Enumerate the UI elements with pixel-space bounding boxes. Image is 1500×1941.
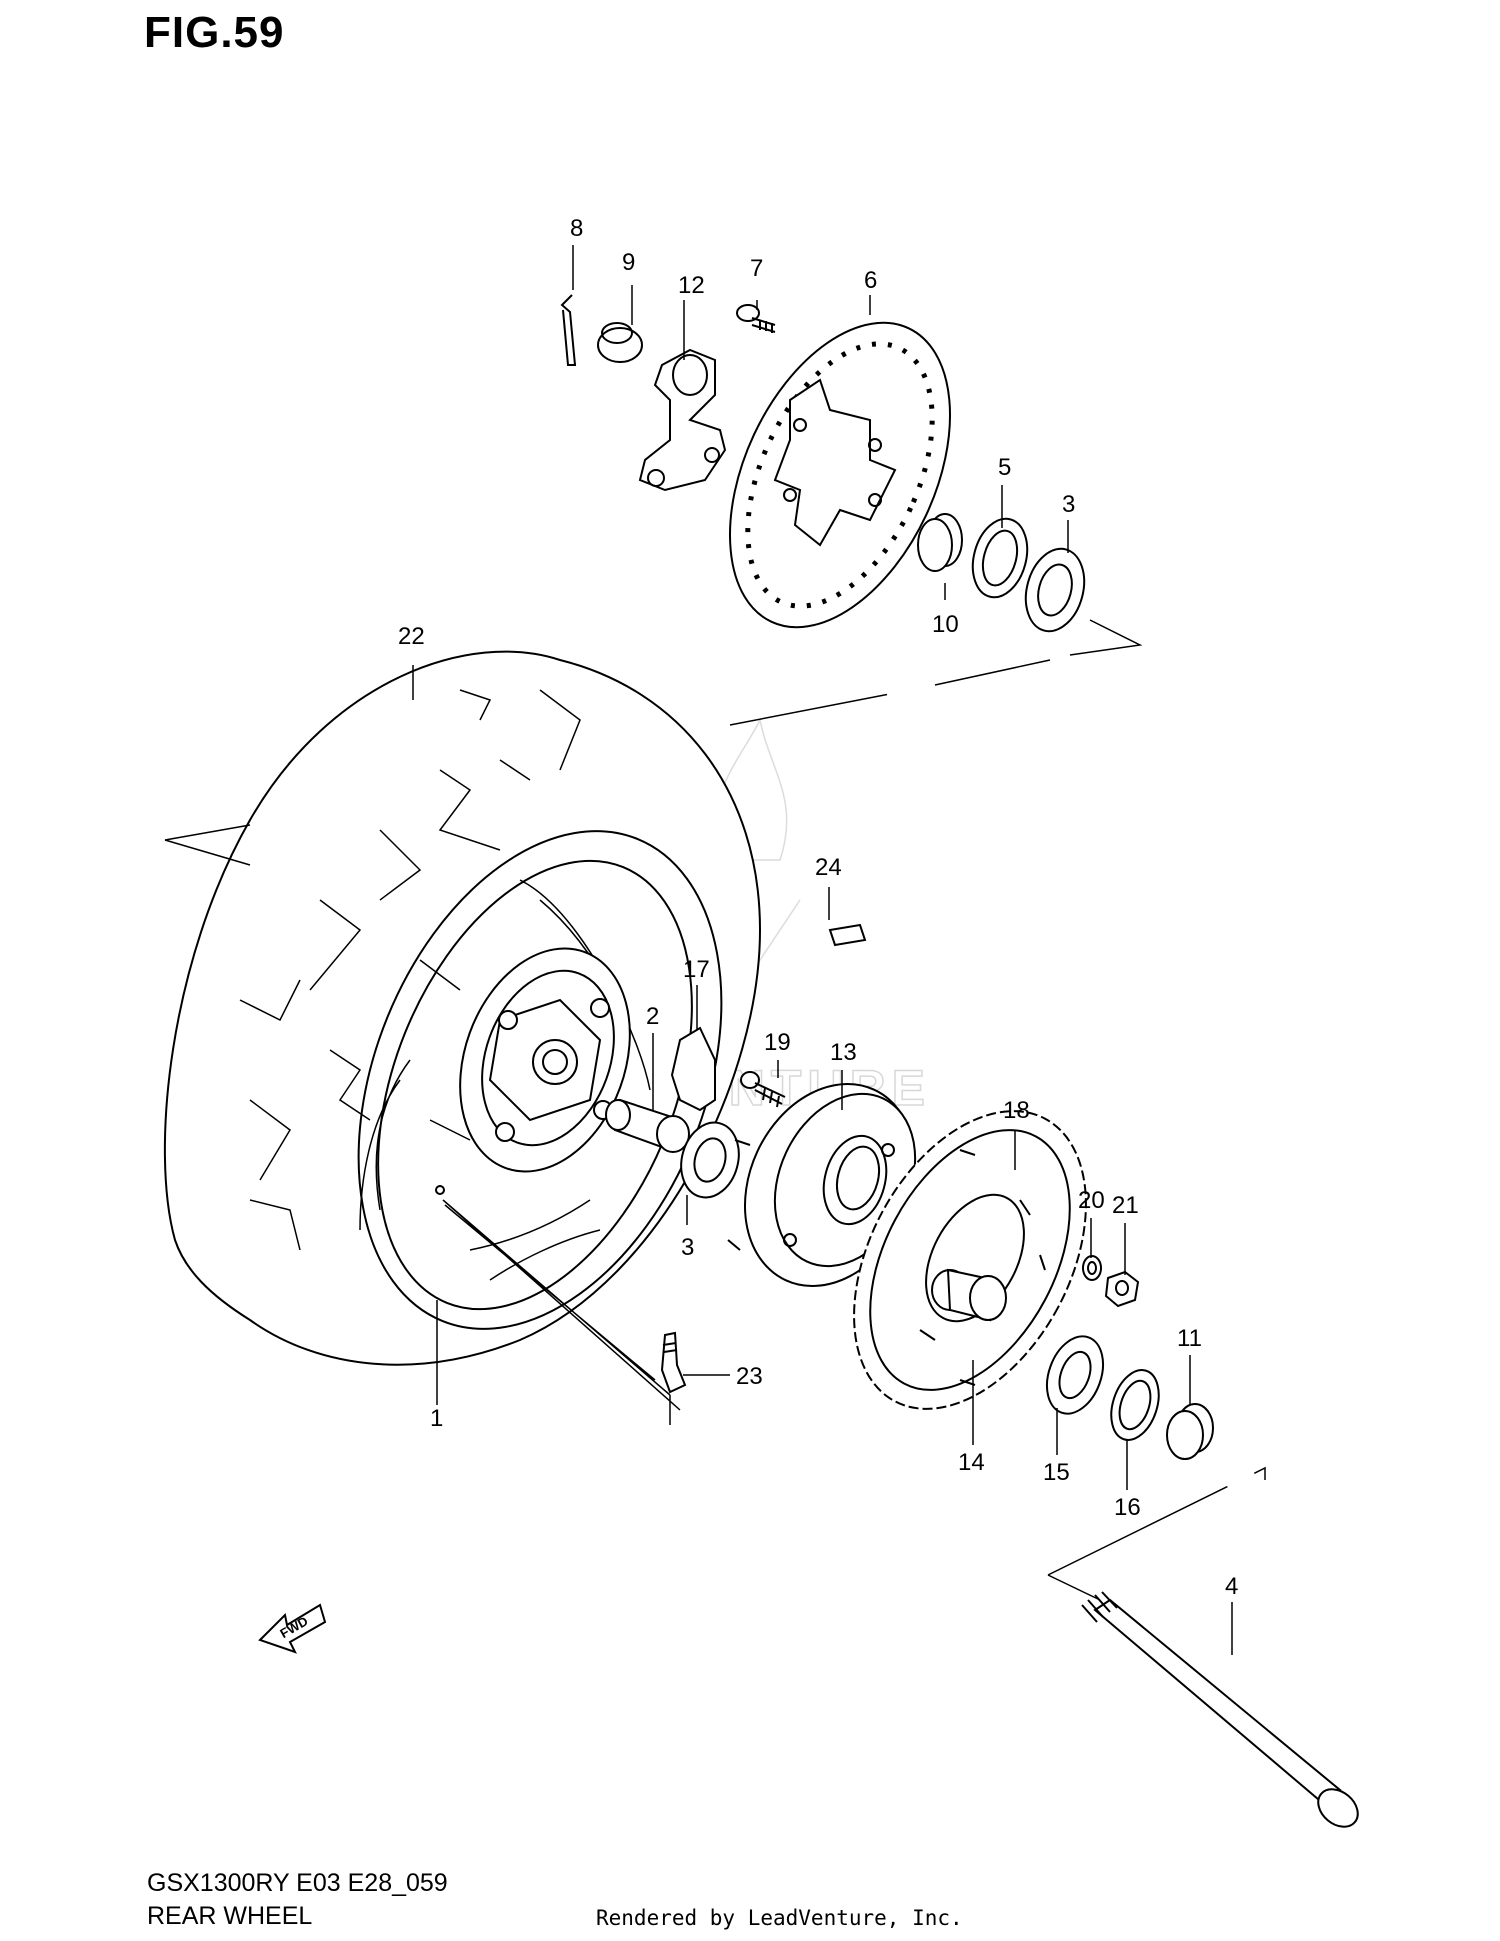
callout-3-lower: 3 [681, 1234, 694, 1261]
callout-labels: 8 9 12 7 6 5 3 10 22 24 17 2 19 13 18 20… [398, 215, 1238, 1600]
callout-17: 17 [683, 956, 710, 983]
callout-15: 15 [1043, 1459, 1070, 1486]
spacer-14 [931, 1268, 1007, 1322]
callout-14: 14 [958, 1449, 985, 1476]
callout-18: 18 [1003, 1097, 1030, 1124]
rear-sprocket [853, 1110, 1087, 1410]
disc-bolt [736, 304, 776, 333]
callout-21: 21 [1112, 1192, 1139, 1219]
callout-9: 8 [570, 215, 583, 242]
model-code: GSX1300RY E03 E28_059 [147, 1869, 448, 1897]
callout-13: 13 [830, 1039, 857, 1066]
callout-6: 7 [750, 255, 763, 282]
callout-22: 22 [398, 623, 425, 650]
nut-21 [1104, 1270, 1140, 1308]
callout-5: 6 [864, 267, 877, 294]
cotter-pin [560, 294, 577, 366]
washer-20 [1082, 1255, 1102, 1281]
oil-seal-4 [971, 517, 1029, 599]
callout-7: 12 [678, 272, 705, 299]
callout-1: 1 [430, 1405, 443, 1432]
callout-8: 4 [1225, 1573, 1238, 1600]
rear-axle [1081, 1591, 1359, 1828]
figure-title: FIG.59 [144, 8, 285, 57]
callout-12: 11 [1177, 1325, 1202, 1352]
bearing-15 [1045, 1335, 1105, 1415]
callout-23: 23 [736, 1363, 763, 1390]
bearing-3-upper [1024, 547, 1086, 633]
figure-name: REAR WHEEL [147, 1902, 313, 1930]
castle-nut [597, 322, 643, 363]
render-credit: Rendered by LeadVenture, Inc. [596, 1906, 963, 1930]
callout-11: 10 [932, 611, 959, 638]
callout-4: 5 [998, 454, 1011, 481]
forward-direction-arrow: FWD [258, 1603, 327, 1654]
torque-link [638, 348, 727, 492]
callout-16: 16 [1114, 1494, 1141, 1521]
callout-3-upper: 3 [1062, 491, 1075, 518]
cush-damper [670, 1026, 716, 1112]
plug-24 [828, 923, 867, 947]
sprocket-bolt [740, 1071, 786, 1108]
collar-12 [1166, 1403, 1214, 1460]
callout-10: 9 [622, 249, 635, 276]
oil-seal-16 [1110, 1369, 1160, 1441]
leader-lines [164, 245, 1266, 1655]
bearing-3-lower [680, 1121, 740, 1199]
callout-19: 19 [764, 1029, 791, 1056]
tire-valve [660, 1331, 687, 1394]
brake-disc [728, 321, 952, 629]
callout-2: 2 [646, 1003, 659, 1030]
callout-24: 24 [815, 854, 842, 881]
collar-11 [917, 513, 963, 572]
spacer-2 [605, 1098, 690, 1153]
callout-20: 20 [1078, 1187, 1105, 1214]
